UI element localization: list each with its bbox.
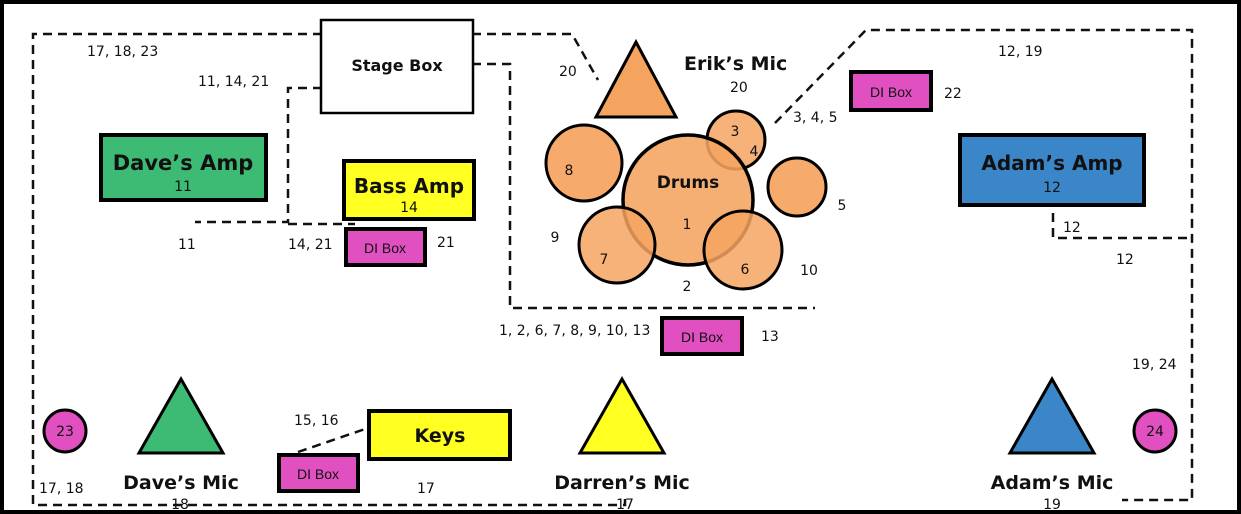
drum-5 [766,156,828,218]
bass-di-label: DI Box [364,240,406,256]
daves-mic-channel: 18 [171,497,189,513]
darrens-mic-icon [577,375,667,455]
drum-di-top [849,70,933,112]
adams-mic-channel: 19 [1043,497,1061,513]
keys-di-label: DI Box [297,466,339,482]
drum-6 [702,209,784,291]
daves-amp-channel: 11 [174,179,192,195]
drums-label: Drums [657,173,719,193]
keys-di-line-label: 15, 16 [294,413,339,429]
eriks-mic-channel: 20 [730,80,748,96]
drum-di-top-label: DI Box [870,84,912,100]
bass-amp-channel: 14 [400,200,418,216]
stage-box-label: Stage Box [351,56,443,75]
drum-di-bottom-line-label: 1, 2, 6, 7, 8, 9, 10, 13 [499,323,650,339]
drum-num-8: 8 [565,163,574,179]
bass-di-box [344,227,427,267]
adams-mic-icon [1007,375,1097,455]
channel-24-label: 24 [1146,424,1164,440]
adams-amp-line-label-b: 12 [1116,252,1134,268]
keys-line-label: 17 [417,481,435,497]
daves-amp-label: Dave’s Amp [113,151,254,175]
daves-mic-label: Dave’s Mic [123,472,239,494]
adams-amp-channel: 12 [1043,180,1061,196]
stage-box-channels: 11, 14, 21 [198,74,269,90]
drum-num-2: 2 [683,279,692,295]
eriks-mic-line-label: 20 [559,64,577,80]
darrens-mic-channel: 17 [616,497,634,513]
channel-23-label: 23 [56,424,74,440]
top-right-channels: 12, 19 [998,44,1043,60]
bass-amp-label: Bass Amp [354,174,464,198]
drum-num-3: 3 [731,124,740,140]
darrens-mic-label: Darren’s Mic [554,472,690,494]
drum-kit [544,109,828,291]
stage-box [319,18,475,115]
adams-amp-line-label-a: 12 [1063,220,1081,236]
drum-num-7: 7 [600,252,609,268]
left-bottom-channels: 17, 18 [39,481,84,497]
right-channels: 19, 24 [1132,357,1177,373]
daves-amp [99,133,268,202]
daves-mic-icon [136,375,226,455]
drum-di-top-channel: 22 [944,86,962,102]
drum-num-9: 9 [551,230,560,246]
adams-amp [958,133,1146,207]
top-left-channels: 17, 18, 23 [87,44,158,60]
drum-num-1: 1 [683,217,692,233]
keys-di-box [277,453,360,493]
channel-24-badge [1132,408,1178,454]
adams-amp-label: Adam’s Amp [981,151,1122,175]
adams-mic-label: Adam’s Mic [991,472,1114,494]
keys [367,409,512,461]
drum-num-4: 4 [750,144,759,160]
drum-7 [577,205,657,285]
bass-di-channel: 21 [437,235,455,251]
drum-8 [544,123,624,203]
eriks-mic-icon [593,38,679,119]
keys-label: Keys [415,425,466,447]
daves-amp-line-label: 11 [178,237,196,253]
bass-di-line-label: 14, 21 [288,237,333,253]
drum-di-bottom-label: DI Box [681,329,723,345]
drum-di-bottom [660,316,744,356]
drum-di-top-line-label: 3, 4, 5 [793,110,838,126]
drum-num-10: 10 [800,263,818,279]
cable-lines [31,28,1194,507]
drum-di-bottom-channel: 13 [761,329,779,345]
bass-amp [342,159,476,221]
eriks-mic-label: Erik’s Mic [684,53,787,75]
drum-num-5: 5 [838,198,847,214]
drum-num-6: 6 [741,262,750,278]
channel-23-badge [42,408,88,454]
